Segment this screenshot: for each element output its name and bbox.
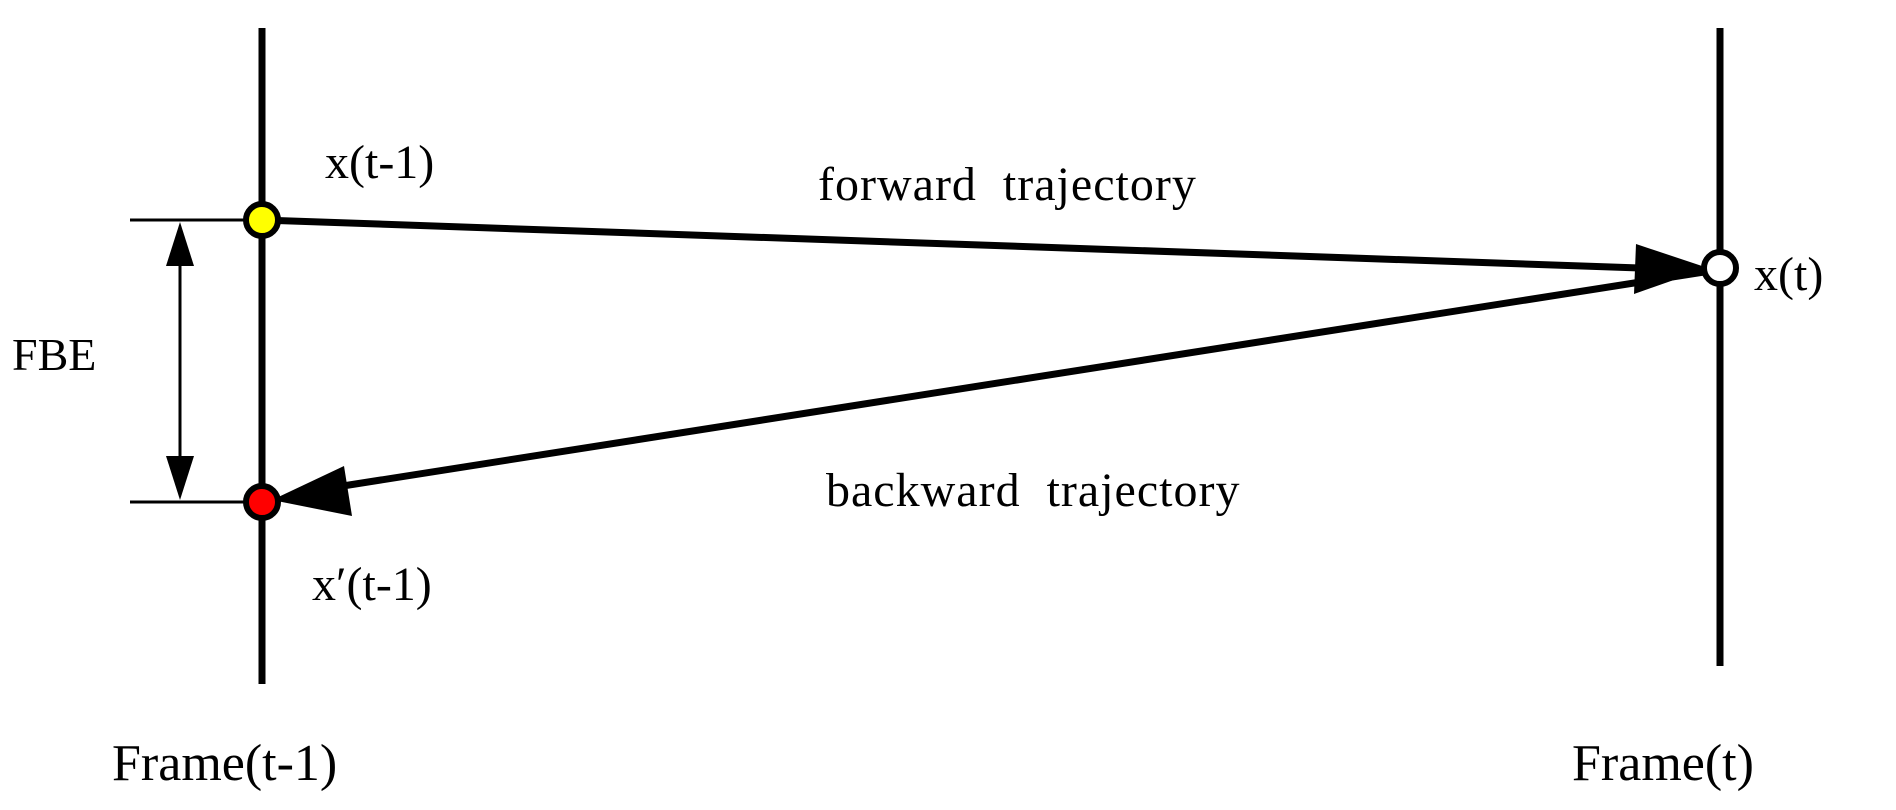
point-back-label: x′(t-1)	[312, 558, 432, 611]
point-curr-marker	[1701, 249, 1739, 287]
backward-trajectory-arrow	[329, 268, 1705, 492]
forward-trajectory-label: forward trajectory	[818, 158, 1197, 211]
fbe-arrow-head-down	[166, 456, 194, 500]
frame-curr-label: Frame(t)	[1572, 735, 1754, 792]
forward-arrow-head	[1634, 244, 1708, 294]
backward-trajectory-label: backward trajectory	[826, 464, 1240, 517]
point-back-marker	[243, 483, 281, 521]
backward-arrow-head	[272, 466, 352, 516]
point-prev-marker	[243, 201, 281, 239]
point-curr-label: x(t)	[1754, 248, 1823, 301]
fbe-arrow-head-up	[166, 222, 194, 266]
point-prev-label: x(t-1)	[325, 136, 434, 189]
frame-prev-label: Frame(t-1)	[112, 735, 337, 792]
forward-trajectory-arrow	[261, 216, 1641, 272]
fbe-label: FBE	[12, 329, 96, 380]
